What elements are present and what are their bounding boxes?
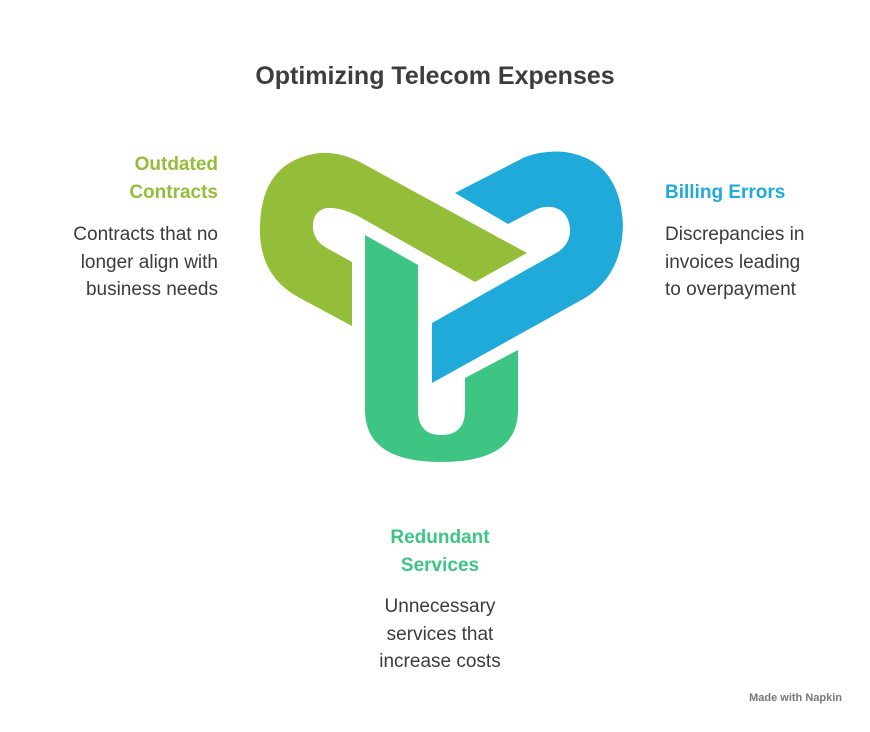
- description-line: invoices leading: [665, 251, 801, 273]
- billing-errors-description: Discrepancies in invoices leading to ove…: [665, 221, 804, 304]
- page-title: Optimizing Telecom Expenses: [255, 62, 615, 90]
- description-line: increase costs: [379, 651, 501, 672]
- billing-errors-heading: Billing Errors: [665, 179, 785, 207]
- heading-line: Outdated: [134, 154, 218, 175]
- made-with-napkin-footer: Made with Napkin: [749, 692, 842, 704]
- description-line: services that: [386, 623, 494, 645]
- outdated-contracts-link: [259, 152, 527, 326]
- outdated-contracts-heading: Outdated Contracts: [129, 151, 218, 207]
- description-line: to overpayment: [665, 279, 796, 300]
- redundant-services-description: Unnecessary services that increase costs: [340, 593, 540, 676]
- heading-line: Services: [400, 555, 480, 576]
- heading-line: Redundant: [390, 527, 490, 548]
- heading-line: Billing Errors: [665, 182, 786, 203]
- description-line: Discrepancies in: [665, 224, 805, 245]
- description-line: Unnecessary: [384, 596, 496, 617]
- billing-errors-link: [432, 151, 623, 383]
- outdated-contracts-description: Contracts that no longer align with busi…: [73, 221, 218, 304]
- redundant-services-link: [365, 235, 518, 462]
- redundant-services-heading: Redundant Services: [340, 524, 540, 580]
- description-line: Contracts that no: [73, 224, 218, 245]
- description-line: longer align with: [80, 251, 218, 273]
- description-line: business needs: [85, 279, 218, 300]
- heading-line: Contracts: [129, 182, 218, 203]
